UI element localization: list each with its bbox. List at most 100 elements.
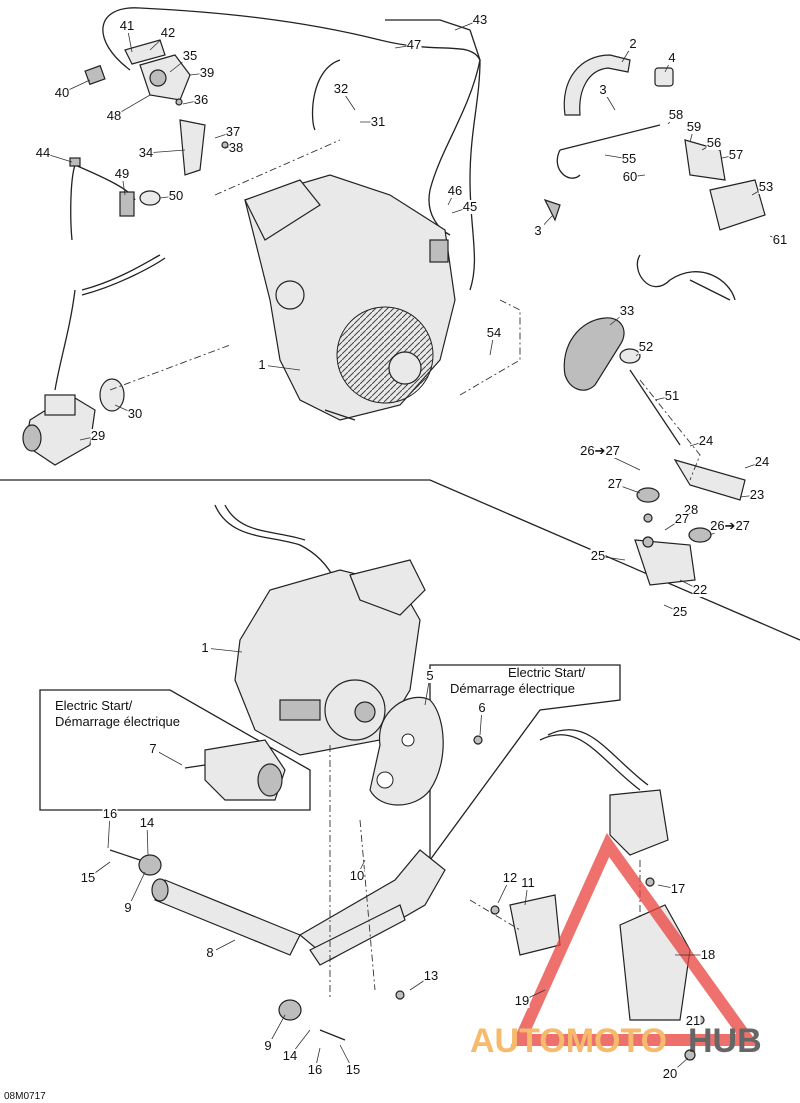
callout-bottom-label: 12 — [503, 870, 517, 885]
callout-top-label-bg — [638, 340, 654, 354]
callout-bottom-label-bg — [204, 946, 216, 960]
callout-top-label: 52 — [639, 339, 653, 354]
callout-bottom-label: 14 — [283, 1048, 297, 1063]
callout-bottom-label: 20 — [663, 1066, 677, 1081]
callout-bottom-label: 1 — [201, 640, 208, 655]
callout-top-label: 40 — [55, 85, 69, 100]
sensor-49 — [119, 191, 135, 217]
callout-top-label: 42 — [161, 25, 175, 40]
callout-top-label-bg — [333, 82, 349, 96]
assembly-line-3 — [459, 299, 521, 396]
watermark-logo: AUTOMOTO HUB — [470, 833, 762, 1060]
callout-top-label-bg — [619, 304, 635, 318]
callout-top-label-bg — [472, 13, 488, 27]
callout-top-label-bg — [686, 120, 702, 134]
electric-start-note-left-en: Electric Start/ — [55, 698, 133, 713]
callout-top-label-bg — [106, 109, 122, 123]
bolt-61 — [689, 279, 731, 301]
callout-top-label: 2 — [629, 36, 636, 51]
callout-top-label-bg — [672, 605, 688, 619]
cover-33 — [563, 317, 625, 391]
rubber-mount-9-top — [138, 854, 162, 876]
callout-top-label-bg — [698, 434, 714, 448]
callout-bottom-label-bg — [520, 876, 536, 890]
callout-bottom-label-bg — [80, 871, 96, 885]
callout-top-label: 30 — [128, 406, 142, 421]
assembly-line-6 — [359, 819, 376, 991]
callout-top-label-bg — [406, 38, 422, 52]
callout-top-label-bg — [486, 326, 502, 340]
callout-bottom-label: 9 — [124, 900, 131, 915]
callout-bottom-label-bg — [102, 807, 118, 821]
callout-top-label-bg — [199, 66, 215, 80]
callout-bottom-label: 13 — [424, 968, 438, 983]
cable-loop — [102, 7, 481, 236]
callout-bottom-label: 16 — [308, 1062, 322, 1077]
hose-55 — [556, 124, 661, 179]
mount-bracket-22 — [634, 459, 746, 586]
callout-top-label-bg — [462, 200, 478, 214]
callout-top-label: 44 — [36, 145, 50, 160]
bolt-6 — [473, 735, 483, 745]
callout-top-label-bg — [581, 444, 619, 458]
callout-top-label: 32 — [334, 81, 348, 96]
callout-top-label-bg — [127, 407, 143, 421]
rod-51 — [629, 369, 681, 446]
callout-top-label: 25 — [591, 548, 605, 563]
svg-text:HUB: HUB — [688, 1022, 762, 1060]
callout-top-label-bg — [225, 125, 241, 139]
callout-top-label-bg — [138, 146, 154, 160]
callout-top-label: 31 — [371, 114, 385, 129]
callout-bottom-label-bg — [423, 969, 439, 983]
callout-bottom-label: 21 — [686, 1013, 700, 1028]
wire-31 — [311, 59, 341, 131]
callout-top-label: 53 — [759, 179, 773, 194]
bushing-52 — [619, 348, 641, 364]
mount-plate-10 — [298, 849, 446, 966]
callout-bottom-label: 15 — [81, 870, 95, 885]
callout-top-leader — [261, 364, 301, 371]
callout-top-label: 29 — [91, 428, 105, 443]
cap-4 — [654, 67, 674, 87]
callout-top-label: 60 — [623, 169, 637, 184]
callout-top-label: 48 — [107, 108, 121, 123]
callout-bottom-label-bg — [662, 1067, 678, 1081]
callout-bottom-label-bg — [685, 1014, 701, 1028]
section-divider — [0, 479, 800, 641]
callout-top-label: 59 — [687, 119, 701, 134]
callout-top-label: 54 — [487, 325, 501, 340]
connector-44 — [69, 157, 81, 167]
callout-top-label: 49 — [115, 166, 129, 181]
callout-top-label-bg — [674, 512, 690, 526]
engine-1-top — [244, 174, 456, 421]
callout-top-label: 51 — [665, 388, 679, 403]
callout-top-label: 46 — [448, 183, 462, 198]
grommet-50 — [139, 190, 161, 206]
callout-bottom-label: 15 — [346, 1062, 360, 1077]
callout-bottom-label-bg — [122, 901, 134, 915]
callout-bottom-label-bg — [476, 701, 488, 715]
cable-43 — [385, 19, 481, 291]
electric-start-box-right — [429, 664, 621, 862]
callout-top-label-bg — [627, 37, 639, 51]
bracket-11 — [509, 894, 561, 956]
callout-top-label: 36 — [194, 92, 208, 107]
callout-top-label-bg — [370, 115, 386, 129]
callout-bottom-label-bg — [502, 871, 518, 885]
callout-top-label-bg — [54, 86, 70, 100]
svg-text:AUTOMOTO: AUTOMOTO — [470, 1022, 667, 1060]
callout-bottom-label: 14 — [140, 815, 154, 830]
callout-bottom-label-bg — [262, 1039, 274, 1053]
callout-bottom-label: 10 — [350, 868, 364, 883]
assembly-line-7 — [469, 899, 521, 931]
callout-top-label: 61 — [773, 232, 787, 247]
callout-top-label: 33 — [620, 303, 634, 318]
callout-top-label: 41 — [120, 18, 134, 33]
callout-bottom-label-bg — [349, 869, 365, 883]
callout-bottom-label-bg — [514, 994, 530, 1008]
callout-top-label-bg — [256, 358, 268, 372]
callout-top-label-bg — [692, 583, 708, 597]
callout-top-label-bg — [607, 477, 623, 491]
